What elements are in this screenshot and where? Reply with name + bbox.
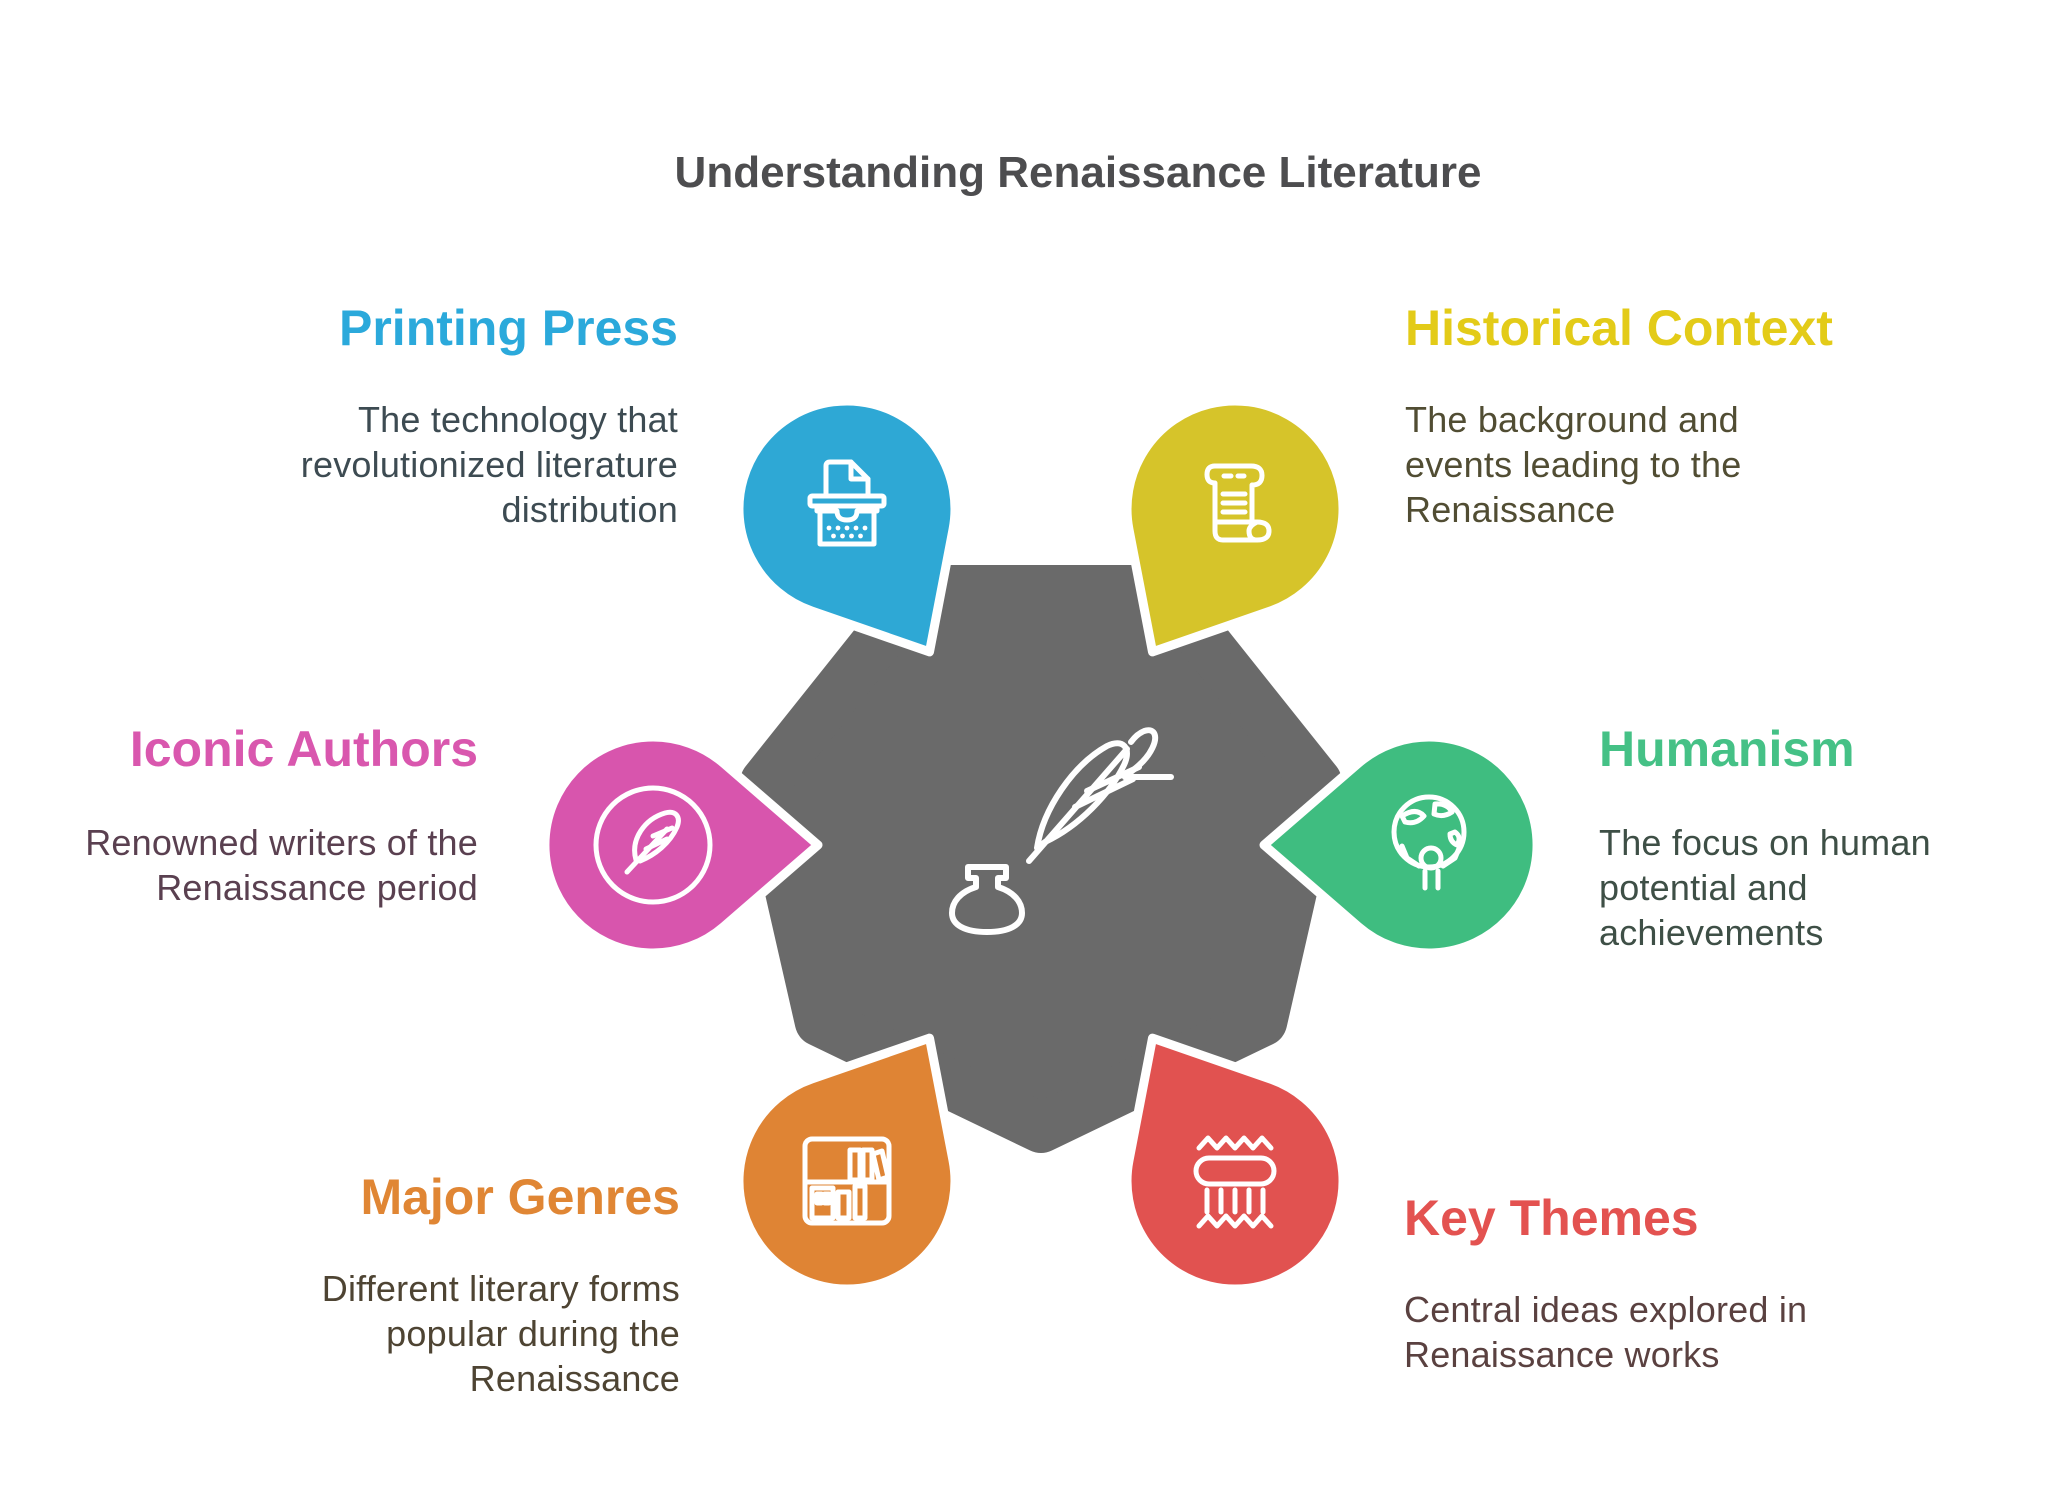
printing-press-icon	[807, 459, 887, 547]
section-key-themes: Key Themes Central ideas explored in Ren…	[1404, 1193, 1854, 1377]
bookshelf-icon	[802, 1136, 892, 1226]
section-description: Renowned writers of the Renaissance peri…	[85, 822, 478, 908]
section-historical-context: Historical Context The background and ev…	[1405, 300, 1833, 532]
section-heading: Major Genres	[360, 1169, 680, 1225]
section-major-genres: Major Genres Different literary forms po…	[260, 1172, 680, 1401]
section-heading: Printing Press	[339, 300, 678, 356]
section-description: Central ideas explored in Renaissance wo…	[1404, 1289, 1808, 1375]
center-shape	[740, 565, 1342, 1153]
scroll-icon	[1204, 463, 1272, 543]
petal-major-genres	[734, 1033, 960, 1294]
section-humanism: Humanism The focus on human potential an…	[1599, 724, 1979, 955]
section-description: The technology that revolutionized liter…	[300, 399, 678, 530]
feather-icon	[593, 785, 713, 905]
section-heading: Key Themes	[1404, 1190, 1699, 1246]
section-heading: Historical Context	[1405, 300, 1833, 356]
weave-icon	[1193, 1135, 1277, 1229]
section-description: The background and events leading to the…	[1405, 399, 1742, 530]
section-iconic-authors: Iconic Authors Renowned writers of the R…	[38, 724, 478, 910]
petal-iconic-authors	[540, 732, 823, 958]
section-heading: Humanism	[1599, 721, 1855, 777]
section-description: The focus on human potential and achieve…	[1599, 822, 1931, 953]
section-description: Different literary forms popular during …	[321, 1268, 680, 1399]
section-heading: Iconic Authors	[129, 721, 478, 777]
section-printing-press: Printing Press The technology that revol…	[218, 303, 678, 532]
page-title: Understanding Renaissance Literature	[674, 148, 1482, 198]
petal-key-themes	[1122, 1033, 1348, 1294]
globe-person-icon	[1391, 794, 1467, 891]
quill-inkwell-icon	[949, 727, 1174, 935]
petal-historical-context	[1122, 396, 1348, 657]
